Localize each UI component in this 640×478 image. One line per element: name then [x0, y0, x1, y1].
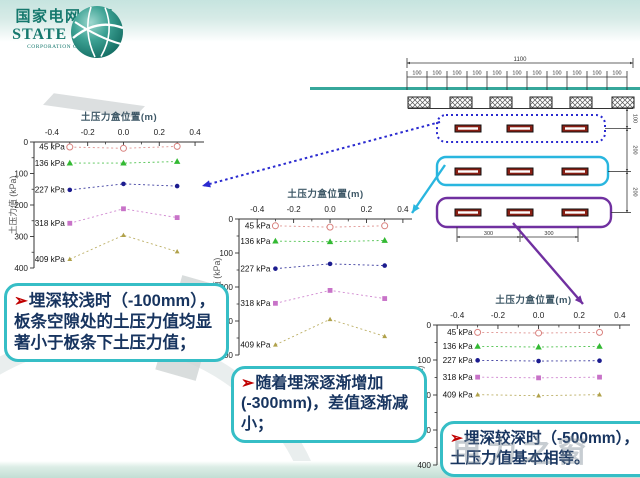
svg-text:227 kPa: 227 kPa: [240, 264, 270, 273]
svg-text:100: 100: [632, 114, 638, 123]
bullet-icon: ➢: [14, 292, 28, 310]
svg-text:0: 0: [228, 215, 233, 224]
svg-text:100: 100: [512, 71, 521, 77]
svg-text:100: 100: [417, 356, 431, 365]
svg-text:227 kPa: 227 kPa: [35, 186, 65, 195]
svg-text:100: 100: [432, 71, 441, 77]
svg-text:227 kPa: 227 kPa: [443, 356, 473, 365]
svg-text:100: 100: [14, 169, 28, 178]
svg-text:100: 100: [552, 71, 561, 77]
svg-text:0.0: 0.0: [324, 205, 336, 214]
svg-text:土压力值 (kPa): 土压力值 (kPa): [7, 176, 18, 235]
svg-text:300: 300: [14, 232, 28, 241]
svg-text:-0.4: -0.4: [450, 311, 465, 320]
svg-text:0.2: 0.2: [361, 205, 373, 214]
svg-text:土压力盒位置(m): 土压力盒位置(m): [287, 188, 363, 200]
svg-text:土压力盒位置(m): 土压力盒位置(m): [495, 294, 571, 306]
svg-text:136 kPa: 136 kPa: [35, 159, 65, 168]
blue-dotted-link-arrow: [201, 121, 441, 188]
svg-text:200: 200: [219, 283, 233, 292]
svg-text:100: 100: [592, 71, 601, 77]
globe-icon: [71, 6, 124, 58]
svg-text:0: 0: [426, 321, 431, 330]
svg-text:100: 100: [452, 71, 461, 77]
svg-text:-0.4: -0.4: [250, 205, 265, 214]
svg-text:0.0: 0.0: [533, 311, 545, 320]
pressure-chart-depth-500mm: -0.4-0.20.00.20.40100200300400土压力盒位置(m)土…: [414, 294, 630, 470]
svg-text:-0.2: -0.2: [491, 311, 506, 320]
svg-text:400: 400: [14, 264, 28, 273]
svg-text:0.0: 0.0: [118, 128, 130, 137]
note-text: 随着埋深逐渐增加(-300mm)，差值逐渐减小；: [241, 375, 409, 433]
slat-layout-diagram: 1100 100 100 100 100 100 100 100 100 100 100 100 100…: [406, 57, 638, 305]
logo-text-sub: CORPORATION OF CHINA: [27, 44, 103, 50]
svg-text:1100: 1100: [514, 57, 528, 63]
svg-text:400: 400: [417, 461, 431, 470]
svg-text:100: 100: [492, 71, 501, 77]
svg-text:45 kPa: 45 kPa: [245, 222, 271, 231]
svg-text:100: 100: [219, 249, 233, 258]
svg-text:0.4: 0.4: [189, 128, 201, 137]
svg-text:45 kPa: 45 kPa: [39, 143, 65, 152]
svg-text:136 kPa: 136 kPa: [443, 342, 473, 351]
svg-text:0.4: 0.4: [397, 205, 409, 214]
svg-text:100: 100: [472, 71, 481, 77]
svg-text:0.2: 0.2: [574, 311, 586, 320]
svg-text:409 kPa: 409 kPa: [240, 341, 270, 350]
svg-text:200: 200: [632, 187, 638, 196]
svg-text:200: 200: [14, 201, 28, 210]
svg-text:-0.2: -0.2: [81, 128, 96, 137]
note-text: 埋深较浅时（-100mm），板条空隙处的土压力值均显著小于板条下土压力值；: [14, 292, 215, 353]
note-box-deep: ➢埋深较深时（-500mm），土压力值基本相等。: [440, 421, 640, 477]
svg-text:318 kPa: 318 kPa: [35, 219, 65, 228]
teal-divider-line: [310, 87, 640, 90]
svg-text:土压力盒位置(m): 土压力盒位置(m): [81, 111, 157, 123]
svg-text:409 kPa: 409 kPa: [35, 255, 65, 264]
svg-text:45 kPa: 45 kPa: [447, 328, 473, 337]
svg-text:318 kPa: 318 kPa: [443, 373, 473, 382]
svg-text:100: 100: [572, 71, 581, 77]
pressure-chart-depth-100mm: -0.4 -0.2 0.0 0.2 0.4 0 100 200 300 400 土压力盒位置(m) 土…: [7, 111, 204, 273]
svg-text:200: 200: [632, 145, 638, 154]
svg-text:-0.2: -0.2: [287, 205, 302, 214]
svg-text:0.2: 0.2: [154, 128, 166, 137]
svg-text:-0.4: -0.4: [45, 128, 60, 137]
note-box-middle: ➢随着埋深逐渐增加(-300mm)，差值逐渐减小；: [231, 366, 427, 444]
note-box-shallow: ➢埋深较浅时（-100mm），板条空隙处的土压力值均显著小于板条下土压力值；: [4, 283, 229, 363]
svg-text:318 kPa: 318 kPa: [240, 299, 270, 308]
svg-text:300: 300: [544, 231, 553, 237]
note-text: 埋深较深时（-500mm），土压力值基本相等。: [450, 430, 639, 467]
state-grid-logo: 国家电网公司 STATE GRID CORPORATION OF CHINA: [6, 4, 124, 58]
svg-text:0.4: 0.4: [614, 311, 626, 320]
bullet-icon: ➢: [241, 375, 255, 392]
svg-text:100: 100: [532, 71, 541, 77]
svg-text:100: 100: [612, 71, 621, 77]
svg-text:0: 0: [23, 138, 28, 147]
svg-text:300: 300: [484, 231, 493, 237]
svg-text:409 kPa: 409 kPa: [443, 390, 473, 399]
svg-text:136 kPa: 136 kPa: [240, 237, 270, 246]
bullet-icon: ➢: [450, 430, 463, 447]
svg-text:100: 100: [412, 71, 421, 77]
